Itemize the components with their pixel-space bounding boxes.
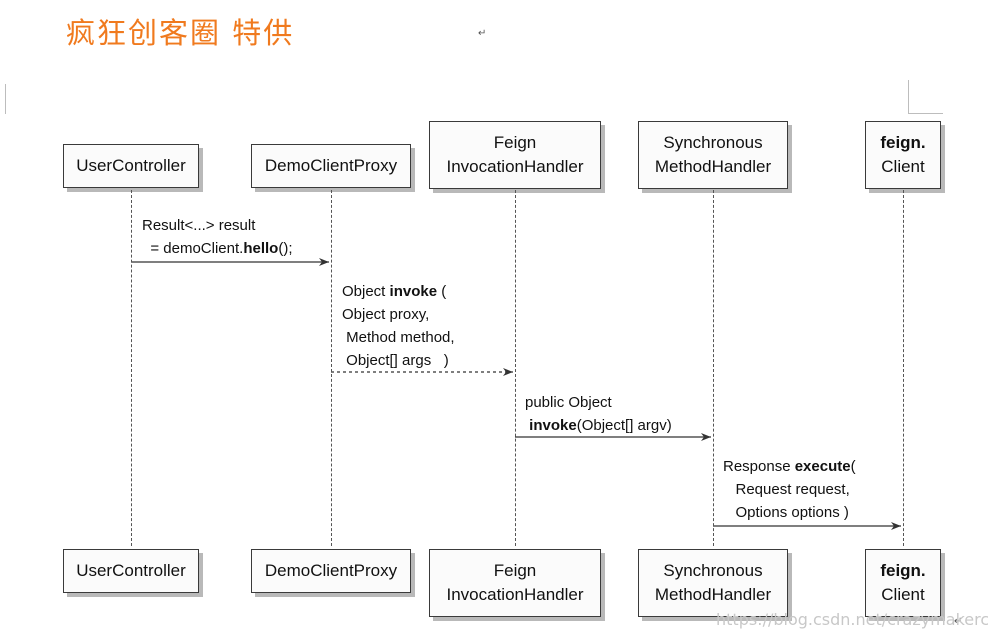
participant-client-bottom: feign. Client <box>865 549 941 617</box>
participant-label: DemoClientProxy <box>264 561 398 580</box>
participant-proxy-bottom: DemoClientProxy <box>251 549 411 593</box>
paragraph-mark: ↵ <box>954 616 963 627</box>
participant-label: Client <box>881 157 925 176</box>
paragraph-mark: ↵ <box>478 28 487 39</box>
participant-label: Synchronous <box>663 561 763 580</box>
participant-label: InvocationHandler <box>446 157 584 176</box>
participant-label: Client <box>881 585 925 604</box>
participant-label: InvocationHandler <box>446 585 584 604</box>
participant-label: Feign <box>493 561 537 580</box>
participant-label: UserController <box>76 156 186 175</box>
participant-user-bottom: UserController <box>63 549 199 593</box>
participant-client-top: feign. Client <box>865 121 941 189</box>
message-label: Result<...> result = demoClient.hello(); <box>142 217 293 257</box>
lifeline-proxy <box>331 190 332 546</box>
participant-label: UserController <box>76 561 186 580</box>
watermark: https://blog.csdn.net/crazymakercircle <box>716 610 988 629</box>
participant-user-top: UserController <box>63 144 199 188</box>
participant-label: Feign <box>493 133 537 152</box>
crop-mark-right <box>908 80 943 114</box>
message-label: Object invoke ( Object proxy, Method met… <box>342 283 455 369</box>
participant-label: feign. <box>880 133 926 152</box>
participant-label: MethodHandler <box>654 585 772 604</box>
participant-proxy-top: DemoClientProxy <box>251 144 411 188</box>
participant-label: MethodHandler <box>654 157 772 176</box>
crop-mark-left <box>0 84 6 114</box>
page-title: 疯狂创客圈 特供 <box>66 16 295 50</box>
participant-label: DemoClientProxy <box>264 156 398 175</box>
lifeline-feign <box>515 190 516 546</box>
message-label: public Object invoke(Object[] argv) <box>525 394 672 434</box>
participant-label: feign. <box>880 561 926 580</box>
lifeline-user <box>131 190 132 546</box>
lifeline-client <box>903 190 904 546</box>
message-label: Response execute( Request request, Optio… <box>723 458 856 521</box>
participant-label: Synchronous <box>663 133 763 152</box>
lifeline-sync <box>713 190 714 546</box>
